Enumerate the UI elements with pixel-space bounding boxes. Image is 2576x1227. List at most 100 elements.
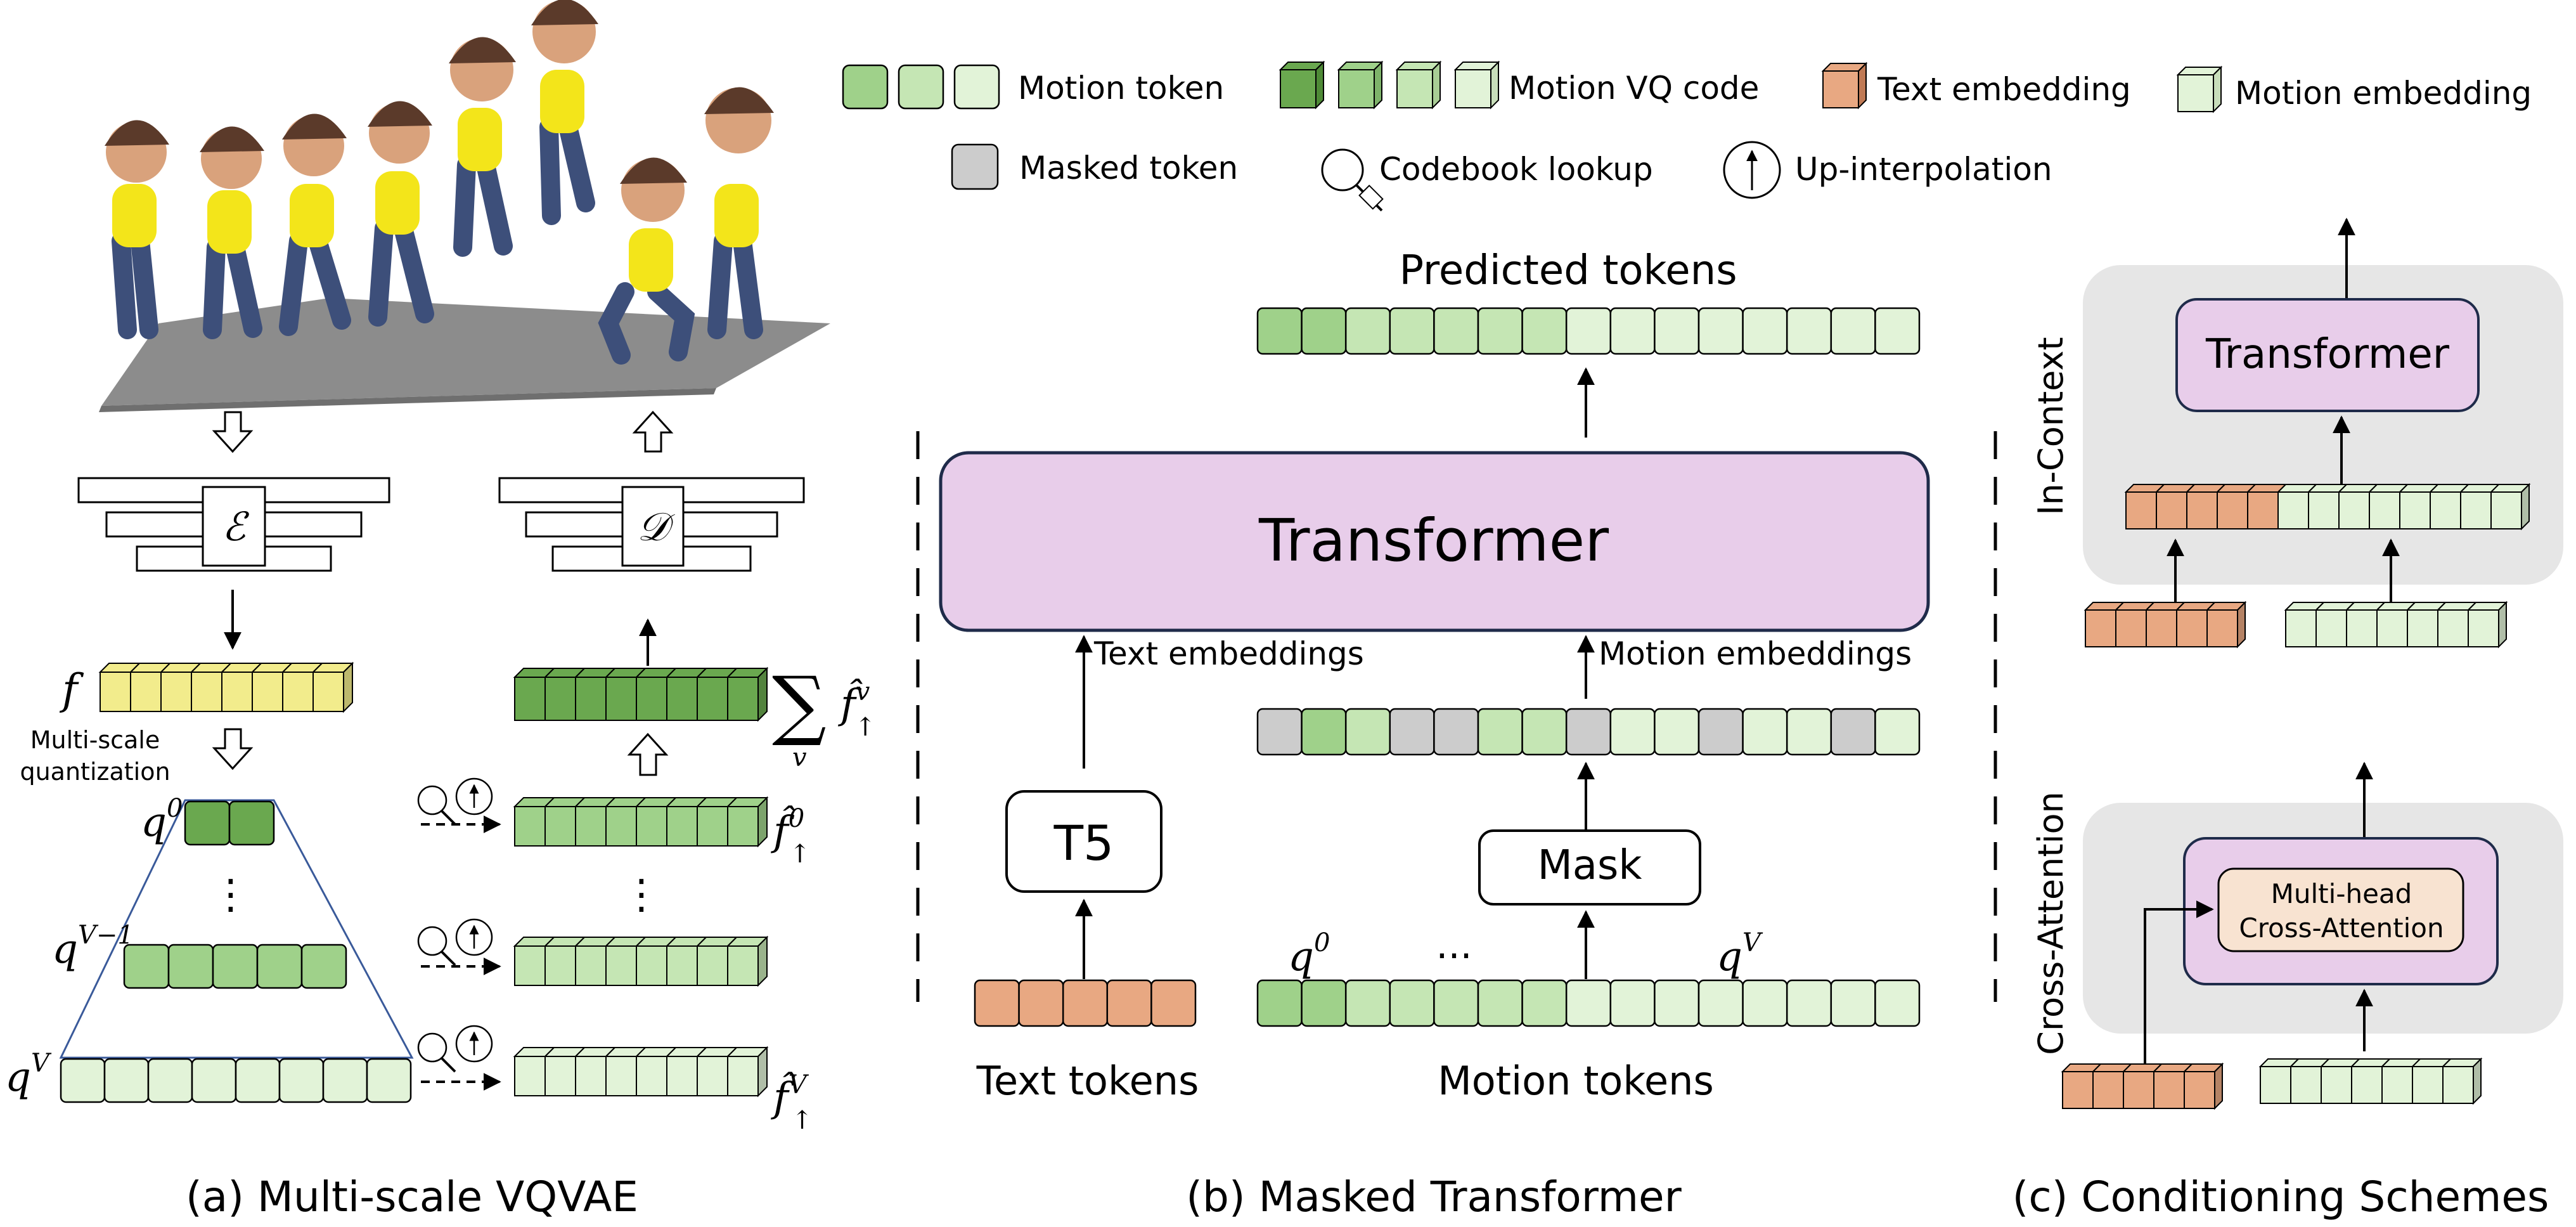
decoder-block: 𝒟 <box>498 477 805 572</box>
motion-token <box>1344 979 1391 1027</box>
motion-qV-label: qV <box>1716 928 1763 980</box>
encoder-block: ℰ <box>77 477 390 572</box>
c-motion-cube-1 <box>2376 609 2408 647</box>
fhatV-cube <box>575 1056 607 1096</box>
f-cube <box>252 672 283 712</box>
hollow-down-arrow <box>212 411 254 453</box>
predicted-token <box>1389 307 1435 355</box>
lookup-icons-row-v <box>417 1025 501 1091</box>
transformer-label: Transformer <box>1258 507 1609 575</box>
qV-token-row <box>60 1058 412 1103</box>
text-to-cross-attention-arrow <box>2144 900 2214 1065</box>
c-text-cube-2-side <box>2214 1062 2223 1110</box>
text-token <box>1018 979 1064 1027</box>
legend-codebook-lookup-label: Codebook lookup <box>1379 151 1653 188</box>
c-text-cube-2 <box>2092 1071 2124 1109</box>
c-motion-cube-2-side <box>2473 1057 2482 1105</box>
panel-b: Predicted tokens Transformer Text embedd… <box>939 247 1930 1221</box>
predicted-token <box>1874 307 1921 355</box>
concatenated-embedding-row <box>2124 483 2531 531</box>
f-cube <box>191 672 222 712</box>
predicted-tokens-label: Predicted tokens <box>1399 247 1737 294</box>
f-feature-bar <box>98 661 354 713</box>
legend-text-embedding-label: Text embedding <box>1877 71 2131 108</box>
concat-cube <box>2277 491 2309 529</box>
multiscale-label-line2: quantization <box>20 758 170 786</box>
text-token <box>974 979 1020 1027</box>
f-cube <box>312 672 344 712</box>
mask-block <box>1478 829 1701 906</box>
fhat0-cube <box>605 806 637 847</box>
cross-attention-label: Cross-Attention <box>2031 791 2071 1055</box>
sum-cube <box>727 677 759 721</box>
legend-motion-embedding-cube <box>2176 65 2223 114</box>
legend-motion-token-swatches <box>842 64 1000 110</box>
motion-token <box>1389 979 1435 1027</box>
concat-cube <box>2369 491 2400 529</box>
f-cube <box>100 672 131 712</box>
masked-row-token <box>1477 708 1523 756</box>
in-context-label: In-Context <box>2031 337 2071 515</box>
sum-cube <box>514 677 546 721</box>
fhatV-cube <box>666 1056 698 1096</box>
masked-row-token <box>1433 708 1479 756</box>
fhat-sum-label: f̂v↑ <box>838 677 876 742</box>
masked-row-token <box>1256 708 1303 756</box>
quantization-hollow-arrow <box>212 728 254 770</box>
sum-subscript: v <box>792 743 807 772</box>
fhat-0-label: f̂0↑ <box>771 804 811 869</box>
fhatV1-cube <box>605 945 637 986</box>
motion-token-row <box>1256 979 1921 1027</box>
panel-a-caption: (a) Multi-scale VQVAE <box>186 1172 638 1221</box>
pyramid-vdots: ⋮ <box>210 871 251 918</box>
panel-b-caption: (b) Masked Transformer <box>1186 1172 1682 1221</box>
fhatV-cube <box>514 1056 546 1096</box>
concat-cube <box>2125 491 2157 529</box>
c-motion-cube-2 <box>2442 1066 2474 1104</box>
text-embeddings-label: Text embeddings <box>1093 635 1364 672</box>
concat-cube <box>2308 491 2340 529</box>
sum-cube <box>697 677 728 721</box>
panel-a: ℰ 𝒟 f Multi-scale quantization q0 ⋮ <box>5 0 876 1221</box>
masked-row-token <box>1521 708 1568 756</box>
in-context-motion-embedding-row <box>2284 601 2508 649</box>
motion-token <box>1521 979 1568 1027</box>
predicted-token <box>1344 307 1391 355</box>
c-motion-cube-2 <box>2260 1066 2291 1104</box>
f-cube <box>282 672 314 712</box>
qV-minus-1-label: qV−1 <box>52 921 134 973</box>
c-text-cube-1 <box>2206 609 2238 647</box>
c-text-cube-2 <box>2123 1071 2154 1109</box>
motion-token <box>1301 979 1347 1027</box>
fhatV1-cube <box>544 945 576 986</box>
cross-attention-motion-embedding-row <box>2258 1057 2483 1105</box>
c-text-cube-2 <box>2184 1071 2215 1109</box>
c-motion-cube-1 <box>2468 609 2499 647</box>
fhat-V-bar <box>513 1046 769 1098</box>
sum-cube <box>575 677 607 721</box>
c-text-cube-1 <box>2146 609 2177 647</box>
c-text-cube-2 <box>2062 1071 2094 1109</box>
fhatV-cube <box>544 1056 576 1096</box>
panel-c-caption: (c) Conditioning Schemes <box>2012 1172 2549 1221</box>
predicted-token <box>1477 307 1523 355</box>
legend-motion-embedding-label: Motion embedding <box>2235 75 2532 112</box>
c-motion-cube-2 <box>2321 1066 2352 1104</box>
magnifier-icon <box>1321 148 1384 212</box>
sum-cube <box>666 677 698 721</box>
concat-cube <box>2186 491 2218 529</box>
fhat-0-bar <box>513 796 769 848</box>
motion-token <box>1256 979 1303 1027</box>
masked-row-token <box>1874 708 1921 756</box>
fhatV1-cube <box>697 945 728 986</box>
mhca-label-line1: Multi-head <box>2271 878 2412 909</box>
predicted-token <box>1301 307 1347 355</box>
sum-symbol: ∑ <box>772 661 827 749</box>
motion-token <box>1742 979 1788 1027</box>
concat-cube <box>2217 491 2248 529</box>
q0-label: q0 <box>141 794 183 846</box>
c-motion-cube-2 <box>2412 1066 2444 1104</box>
predicted-token <box>1830 307 1876 355</box>
predicted-token <box>1433 307 1479 355</box>
fhat0-cube <box>727 806 759 847</box>
